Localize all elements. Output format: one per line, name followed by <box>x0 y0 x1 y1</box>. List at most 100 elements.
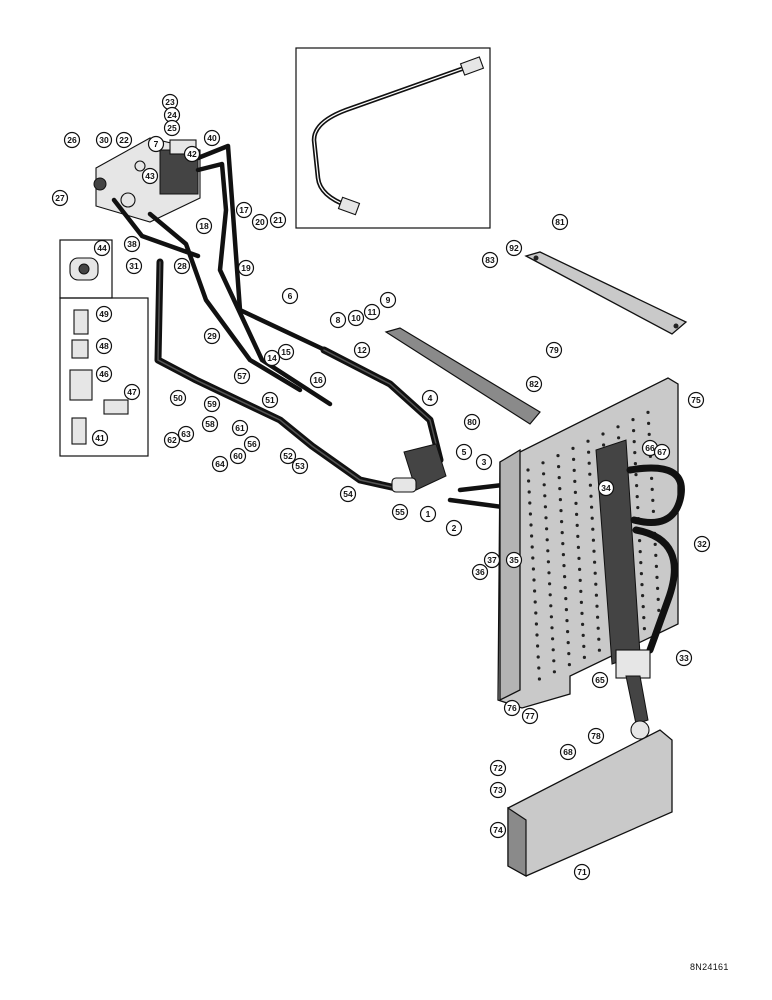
panel-hole <box>572 457 576 461</box>
callout-label: 76 <box>507 703 517 713</box>
callout-circle <box>231 419 249 437</box>
panel-hole <box>544 516 548 520</box>
callout-label: 21 <box>273 215 283 225</box>
callout-circle <box>455 443 473 461</box>
bracket-79 <box>384 327 541 425</box>
drawing-number: 8N24161 <box>690 962 729 972</box>
panel-hole <box>596 626 600 630</box>
callout-circle <box>229 447 247 465</box>
callout-circle <box>95 365 113 383</box>
callout-label: 66 <box>645 443 655 453</box>
panel-hole <box>564 608 569 612</box>
callout-circle <box>237 259 255 277</box>
callout-label: 82 <box>529 379 539 389</box>
panel-hole <box>651 509 656 513</box>
panel-hole <box>586 439 590 443</box>
callout-circle <box>591 671 609 689</box>
callout-circle <box>419 505 437 523</box>
callout-circle <box>201 415 219 433</box>
panel-hole <box>579 589 583 594</box>
callout-34: 34 <box>597 479 615 497</box>
callout-label: 73 <box>493 785 503 795</box>
panel-hole <box>531 556 535 560</box>
panel-hole <box>651 498 655 502</box>
callout-10: 10 <box>347 309 365 327</box>
panel-hole <box>633 451 637 455</box>
callout-label: 37 <box>487 555 497 565</box>
panel-hole <box>565 619 569 623</box>
callout-circle <box>463 413 481 431</box>
callout-circle <box>573 863 591 881</box>
callout-14: 14 <box>263 349 281 367</box>
callout-label: 28 <box>177 261 187 271</box>
panel-hole <box>549 615 554 619</box>
panel-hole <box>594 582 598 586</box>
callout-65: 65 <box>591 671 609 689</box>
callout-label: 50 <box>173 393 183 403</box>
callout-circle <box>489 759 507 777</box>
panel-hole <box>560 531 564 535</box>
callout-label: 68 <box>563 747 573 757</box>
callout-55: 55 <box>391 503 409 521</box>
panel-hole <box>571 446 575 450</box>
panel-hole <box>546 549 550 553</box>
callout-2: 2 <box>445 519 463 537</box>
callout-41: 41 <box>91 429 109 447</box>
callout-label: 17 <box>239 205 249 215</box>
callout-circle <box>421 389 439 407</box>
callout-label: 54 <box>343 489 353 499</box>
callout-33: 33 <box>675 649 693 667</box>
panel-hole <box>560 520 564 524</box>
callout-47: 47 <box>123 383 141 401</box>
callout-28: 28 <box>173 257 191 275</box>
panel-hole <box>564 597 568 601</box>
callout-label: 71 <box>577 867 587 877</box>
callout-circle <box>243 435 261 453</box>
callout-label: 19 <box>241 263 251 273</box>
panel-hole <box>578 567 582 572</box>
callout-82: 82 <box>525 375 543 393</box>
callout-label: 31 <box>129 261 139 271</box>
panel-hole <box>635 484 639 488</box>
callout-circle <box>445 519 463 537</box>
panel-hole <box>581 633 585 638</box>
callout-circle <box>391 503 409 521</box>
callout-37: 37 <box>483 551 501 569</box>
panel-hole <box>642 627 647 631</box>
callout-label: 44 <box>97 243 107 253</box>
panel-hole <box>559 509 563 513</box>
callout-circle <box>93 239 111 257</box>
callout-35: 35 <box>505 551 523 569</box>
callout-label: 60 <box>233 451 243 461</box>
callout-label: 5 <box>462 447 467 457</box>
callout-label: 18 <box>199 221 209 231</box>
panel-hole <box>589 494 593 498</box>
callout-label: 6 <box>288 291 293 301</box>
callout-label: 35 <box>509 555 519 565</box>
panel-hole <box>548 582 552 586</box>
panel-hole <box>557 476 561 480</box>
panel-hole <box>532 578 536 582</box>
callout-48: 48 <box>95 337 113 355</box>
callout-label: 24 <box>167 110 177 120</box>
callout-20: 20 <box>251 213 269 231</box>
callout-circle <box>123 383 141 401</box>
callout-label: 29 <box>207 331 217 341</box>
callout-11: 11 <box>363 303 381 321</box>
panel-hole <box>548 593 552 597</box>
callout-label: 80 <box>467 417 477 427</box>
panel-hole <box>597 637 601 641</box>
callout-label: 2 <box>452 523 457 533</box>
panel-hole <box>543 505 548 509</box>
panel-hole <box>545 527 549 531</box>
callout-19: 19 <box>237 259 255 277</box>
callout-15: 15 <box>277 343 295 361</box>
panel-hole <box>634 473 638 477</box>
panel-hole <box>650 487 654 491</box>
callout-16: 16 <box>309 371 327 389</box>
callout-3: 3 <box>475 453 493 471</box>
callout-30: 30 <box>95 131 113 149</box>
callout-circle <box>481 251 499 269</box>
callout-68: 68 <box>559 743 577 761</box>
panel-hole <box>588 472 592 476</box>
